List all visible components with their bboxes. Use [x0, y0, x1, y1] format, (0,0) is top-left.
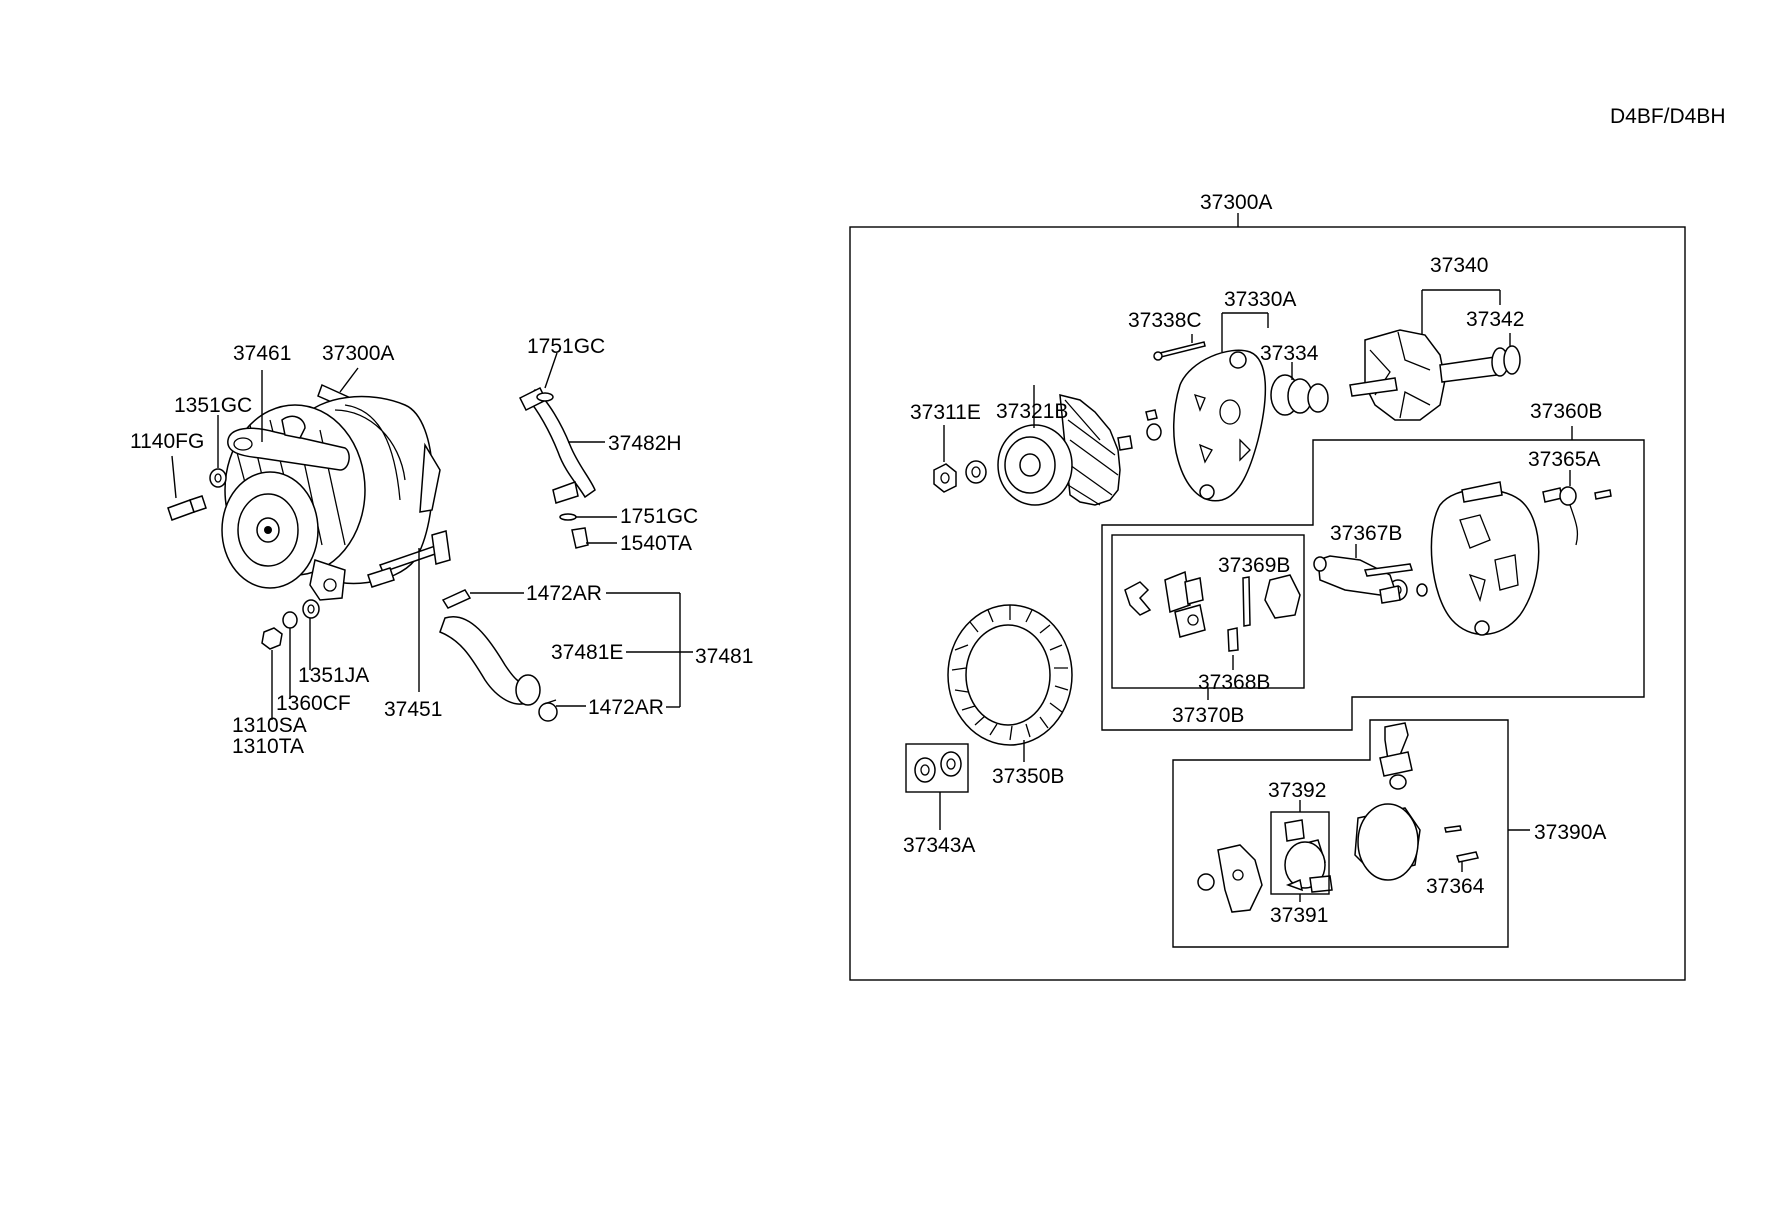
label-37340: 37340 [1430, 254, 1488, 277]
part-37330A-front-bracket [1145, 349, 1267, 502]
label-1310TA: 1310TA [232, 735, 304, 758]
oil-pipe-37482H [518, 386, 596, 549]
label-37350B: 37350B [992, 765, 1064, 788]
part-37311E [933, 425, 987, 493]
label-1351GC: 1351GC [174, 394, 252, 417]
part-37343A [905, 743, 969, 830]
label-1540TA: 1540TA [620, 532, 692, 555]
part-37321B-pulley-fan [997, 385, 1133, 506]
part-37367B [1313, 544, 1413, 604]
label-37300A-box: 37300A [1200, 191, 1272, 214]
label-37321B: 37321B [996, 400, 1068, 423]
label-37360B: 37360B [1530, 400, 1602, 423]
label-37343A: 37343A [903, 834, 975, 857]
hose-37481 [439, 589, 558, 722]
label-37364: 37364 [1426, 875, 1485, 898]
part-rear-bracket [1388, 481, 1540, 636]
label-37481: 37481 [695, 645, 753, 668]
engine-code: D4BF/D4BH [1610, 105, 1726, 128]
label-37390A: 37390A [1534, 821, 1606, 844]
part-37370B-brush-holder [1124, 570, 1301, 670]
part-37390A-regulator [1197, 722, 1479, 913]
label-1351JA: 1351JA [298, 664, 369, 687]
label-37451: 37451 [384, 698, 442, 721]
alternator-assembly [167, 383, 451, 650]
label-37367B: 37367B [1330, 522, 1402, 545]
hose-leader-lines [470, 592, 693, 708]
label-37482H: 37482H [608, 432, 682, 455]
label-37338C: 37338C [1128, 309, 1202, 332]
label-1310SA: 1310SA [232, 714, 307, 737]
label-37330A: 37330A [1224, 288, 1296, 311]
label-37391: 37391 [1270, 904, 1328, 927]
label-37300A-left: 37300A [322, 342, 394, 365]
part-37365A-terminal [1542, 470, 1612, 546]
label-1472AR-bottom: 1472AR [588, 696, 664, 719]
label-37481E: 37481E [551, 641, 623, 664]
pipe-leader-lines [544, 352, 617, 544]
label-37392: 37392 [1268, 779, 1326, 802]
label-37369B: 37369B [1218, 554, 1290, 577]
part-37334-bearing [1270, 374, 1329, 416]
label-1751GC-top: 1751GC [527, 335, 605, 358]
label-1140FG: 1140FG [130, 430, 204, 453]
label-37370B: 37370B [1172, 704, 1244, 727]
label-37334: 37334 [1260, 342, 1319, 365]
part-37350B-stator [947, 604, 1073, 762]
label-37461: 37461 [233, 342, 291, 365]
label-37311E: 37311E [910, 401, 981, 424]
part-37338C-bolt [1153, 334, 1206, 361]
label-1751GC-bottom: 1751GC [620, 505, 698, 528]
label-1360CF: 1360CF [276, 692, 351, 715]
left-leader-lines [171, 367, 420, 720]
label-37342: 37342 [1466, 308, 1524, 331]
part-37340-rotor [1349, 329, 1521, 421]
label-37368B: 37368B [1198, 671, 1270, 694]
label-37365A: 37365A [1528, 448, 1600, 471]
label-1472AR-top: 1472AR [526, 582, 602, 605]
